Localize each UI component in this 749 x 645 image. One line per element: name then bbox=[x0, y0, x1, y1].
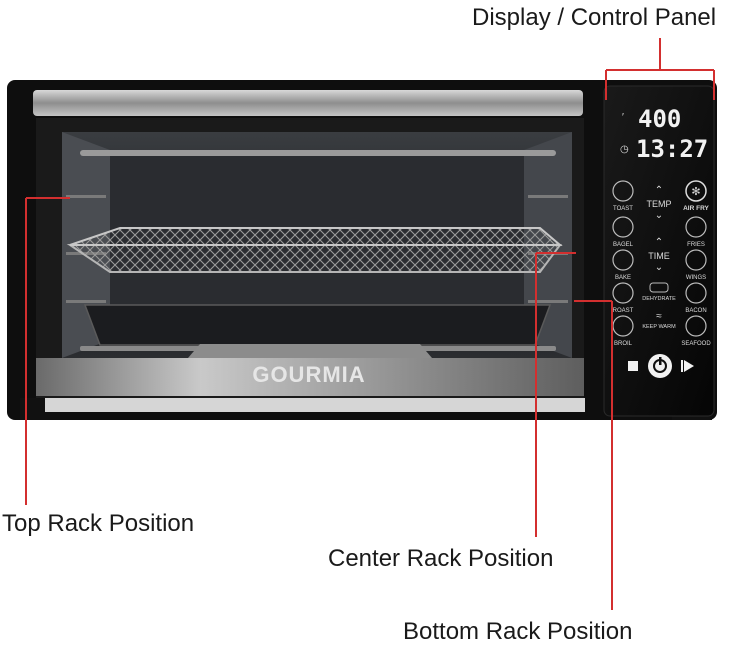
bacon-label: BACON bbox=[685, 308, 706, 314]
center-rack-position-label: Center Rack Position bbox=[328, 545, 554, 572]
time-up-icon[interactable]: ⌃ bbox=[655, 237, 663, 248]
fries-label: FRIES bbox=[687, 242, 705, 248]
time-display: 13:27 bbox=[636, 135, 708, 163]
rack-guide-right-top bbox=[528, 195, 568, 198]
top-heating-element bbox=[80, 150, 556, 156]
roast-button[interactable] bbox=[612, 282, 634, 304]
top-steel-bar bbox=[33, 90, 583, 116]
temp-up-icon[interactable]: ⌃ bbox=[655, 185, 663, 196]
time-down-icon[interactable]: ⌄ bbox=[655, 262, 663, 273]
roast-label: ROAST bbox=[613, 308, 634, 314]
keep-warm-icon[interactable]: ≈ bbox=[656, 311, 662, 322]
bottom-baking-tray bbox=[83, 304, 552, 346]
power-button[interactable] bbox=[648, 354, 672, 378]
rack-guide-right-bottom bbox=[528, 300, 568, 303]
keep-warm-label: KEEP WARM bbox=[642, 324, 676, 330]
air-fry-basket bbox=[66, 244, 562, 273]
center-control-column: ⌃ TEMP ⌄ ⌃ TIME ⌄ DEHYDRATE ≈ KEEP WARM bbox=[642, 185, 676, 330]
bacon-button[interactable] bbox=[685, 282, 707, 304]
seafood-button[interactable] bbox=[685, 315, 707, 337]
fries-button[interactable] bbox=[685, 216, 707, 238]
time-label: TIME bbox=[648, 251, 670, 261]
toast-button[interactable] bbox=[612, 180, 634, 202]
temperature-display: 400 bbox=[638, 105, 681, 133]
dehydrate-button[interactable] bbox=[649, 282, 669, 293]
start-icon-bar bbox=[681, 360, 683, 372]
wings-button[interactable] bbox=[685, 249, 707, 271]
temp-label: TEMP bbox=[646, 199, 671, 209]
toast-label: TOAST bbox=[613, 206, 633, 212]
stop-icon[interactable] bbox=[628, 361, 638, 371]
top-rack-position-label: Top Rack Position bbox=[2, 510, 195, 537]
oven-brand-logo: GOURMIA bbox=[252, 362, 365, 387]
fan-icon: ✻ bbox=[691, 186, 700, 198]
handle-plate bbox=[188, 344, 432, 358]
bagel-button[interactable] bbox=[612, 216, 634, 238]
power-icon-bar bbox=[659, 357, 662, 365]
clock-icon: ◷ bbox=[620, 144, 629, 155]
thermometer-icon: ′ bbox=[622, 112, 624, 123]
start-icon[interactable] bbox=[684, 360, 694, 372]
rack-guide-left-bottom bbox=[66, 300, 106, 303]
crumb-tray bbox=[45, 398, 585, 412]
air-fry-label: AIR FRY bbox=[683, 205, 709, 212]
wings-label: WINGS bbox=[686, 275, 706, 281]
broil-label: BROIL bbox=[614, 341, 633, 347]
rack-guide-left-top bbox=[66, 195, 106, 198]
bake-button[interactable] bbox=[612, 249, 634, 271]
air-fry-basket-rim bbox=[69, 227, 563, 246]
bagel-label: BAGEL bbox=[613, 242, 634, 248]
display-control-panel-label: Display / Control Panel bbox=[472, 4, 717, 31]
temp-down-icon[interactable]: ⌄ bbox=[655, 210, 663, 221]
air-fry-button[interactable] bbox=[685, 180, 707, 202]
dehydrate-label: DEHYDRATE bbox=[642, 296, 676, 302]
control-panel bbox=[603, 85, 715, 417]
right-button-column: ✻ AIR FRY FRIES WINGS BACON SEAFOOD bbox=[681, 180, 711, 347]
bake-label: BAKE bbox=[615, 275, 631, 281]
bottom-rack-position-label: Bottom Rack Position bbox=[403, 618, 633, 645]
bottom-steel-bar bbox=[36, 358, 584, 396]
seafood-label: SEAFOOD bbox=[681, 341, 711, 347]
